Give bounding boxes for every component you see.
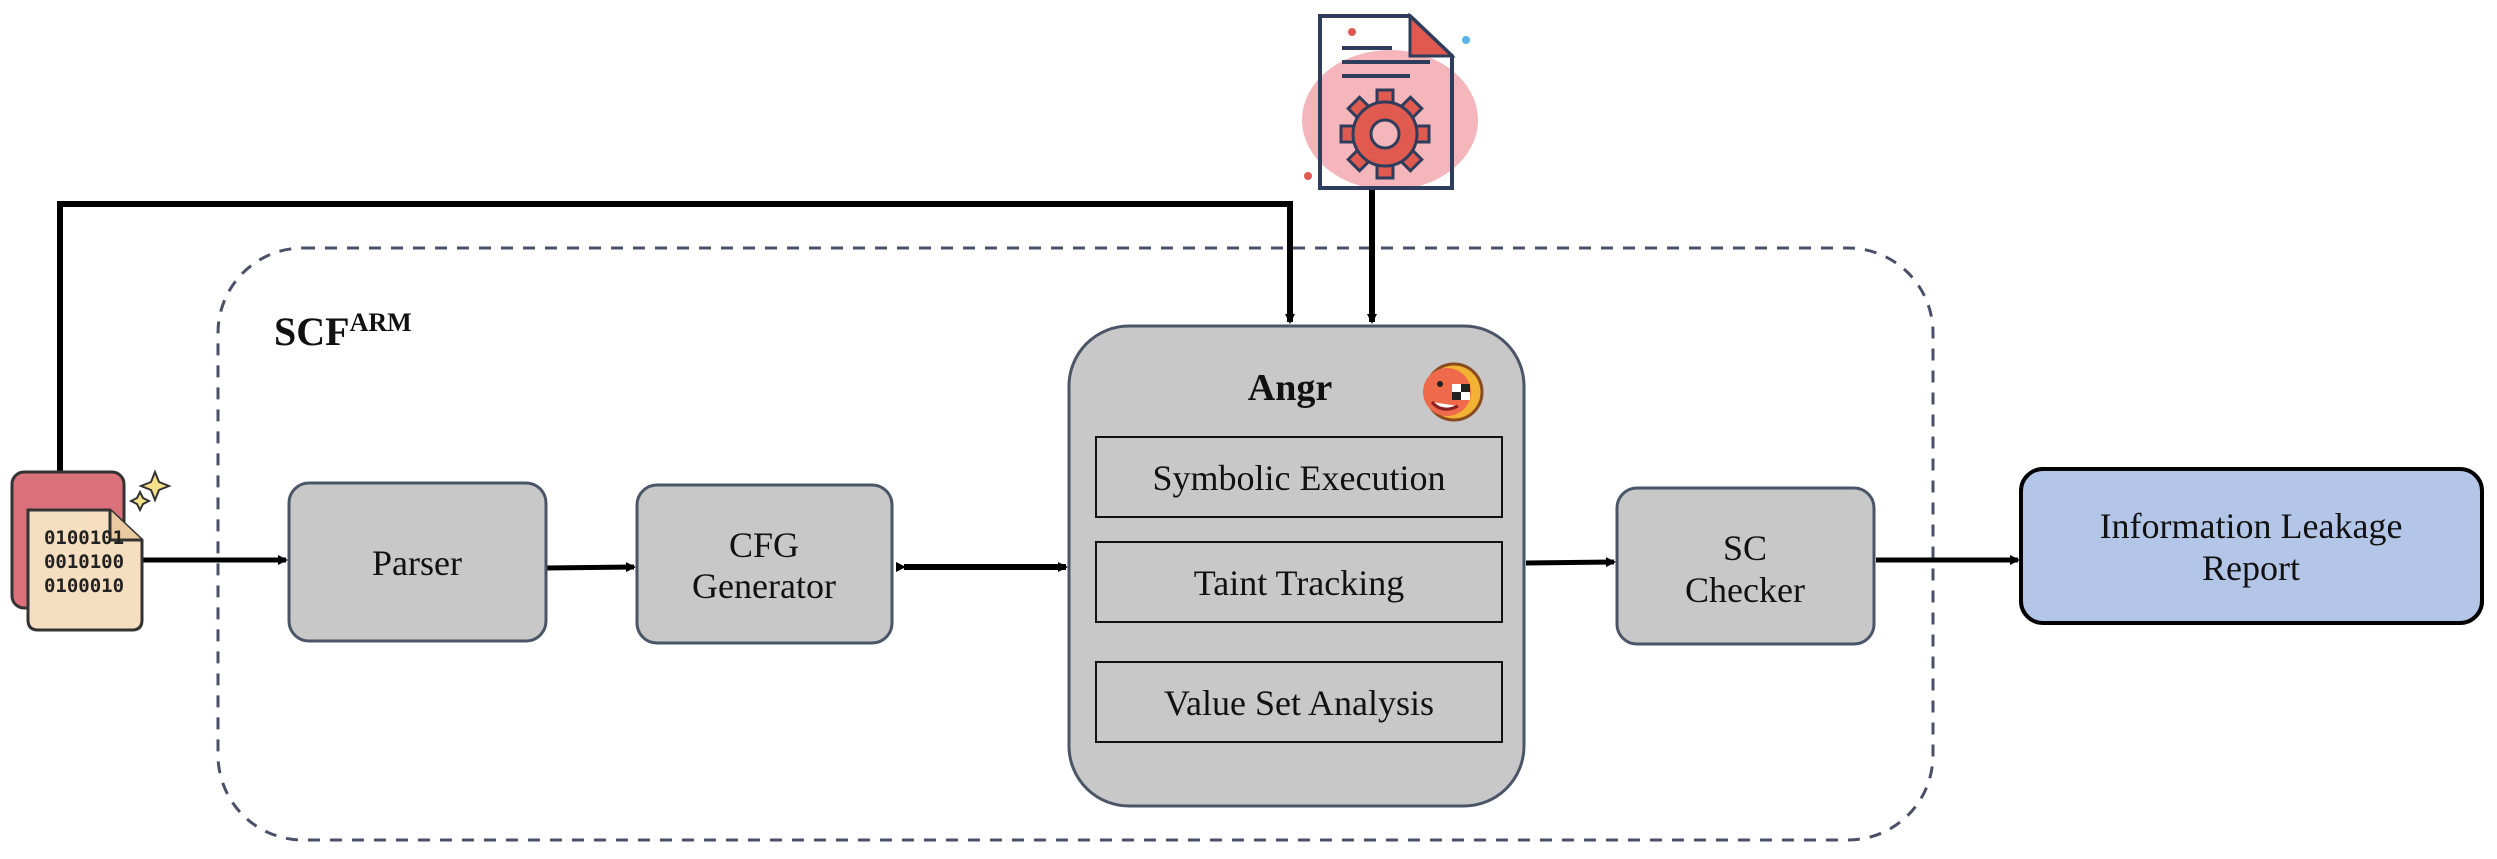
- report-node: Information Leakage Report: [2019, 467, 2484, 625]
- report-label-line1: Information Leakage: [2100, 506, 2403, 546]
- framework-label: SCFARM: [274, 308, 412, 354]
- binary-file-icon: 0100101 0010100 0100010: [10, 470, 144, 632]
- framework-superscript: ARM: [350, 308, 412, 337]
- parser-to-cfg-arrow: [545, 562, 636, 573]
- parser-node: Parser: [287, 481, 548, 643]
- binary-to-angr-arrow: [57, 201, 1295, 472]
- cfg-generator-node: CFG Generator: [635, 483, 894, 645]
- angr-node: Angr Symbolic Execution Taint Tracking V…: [1067, 324, 1526, 808]
- scf-boundary: [216, 246, 1935, 842]
- binary-line: 0100010: [44, 575, 124, 597]
- angr-to-checker-arrow: [1525, 557, 1616, 568]
- module-label: Taint Tracking: [1194, 563, 1404, 603]
- gear-icon: [1339, 88, 1431, 180]
- module-value-set-analysis: Value Set Analysis: [1095, 661, 1503, 743]
- config-document-icon: [1302, 12, 1478, 190]
- parser-label: Parser: [372, 543, 462, 583]
- report-label-line2: Report: [2202, 548, 2300, 588]
- sparkle-icon: [128, 469, 172, 513]
- angr-title: Angr: [1248, 367, 1333, 409]
- binary-line: 0100101: [44, 527, 124, 549]
- checker-label-line2: Checker: [1685, 570, 1805, 610]
- sc-checker-node: SC Checker: [1615, 486, 1876, 646]
- module-label: Value Set Analysis: [1164, 683, 1434, 723]
- checker-label-line1: SC: [1723, 528, 1767, 568]
- cfg-label-line1: CFG: [729, 525, 799, 565]
- binary-line: 0010100: [44, 551, 124, 573]
- module-taint-tracking: Taint Tracking: [1095, 541, 1503, 623]
- module-label: Symbolic Execution: [1153, 458, 1446, 498]
- cfg-label-line2: Generator: [692, 566, 836, 606]
- angr-mascot-icon: [1423, 362, 1484, 422]
- module-symbolic-execution: Symbolic Execution: [1095, 436, 1503, 518]
- framework-name: SCF: [274, 309, 350, 354]
